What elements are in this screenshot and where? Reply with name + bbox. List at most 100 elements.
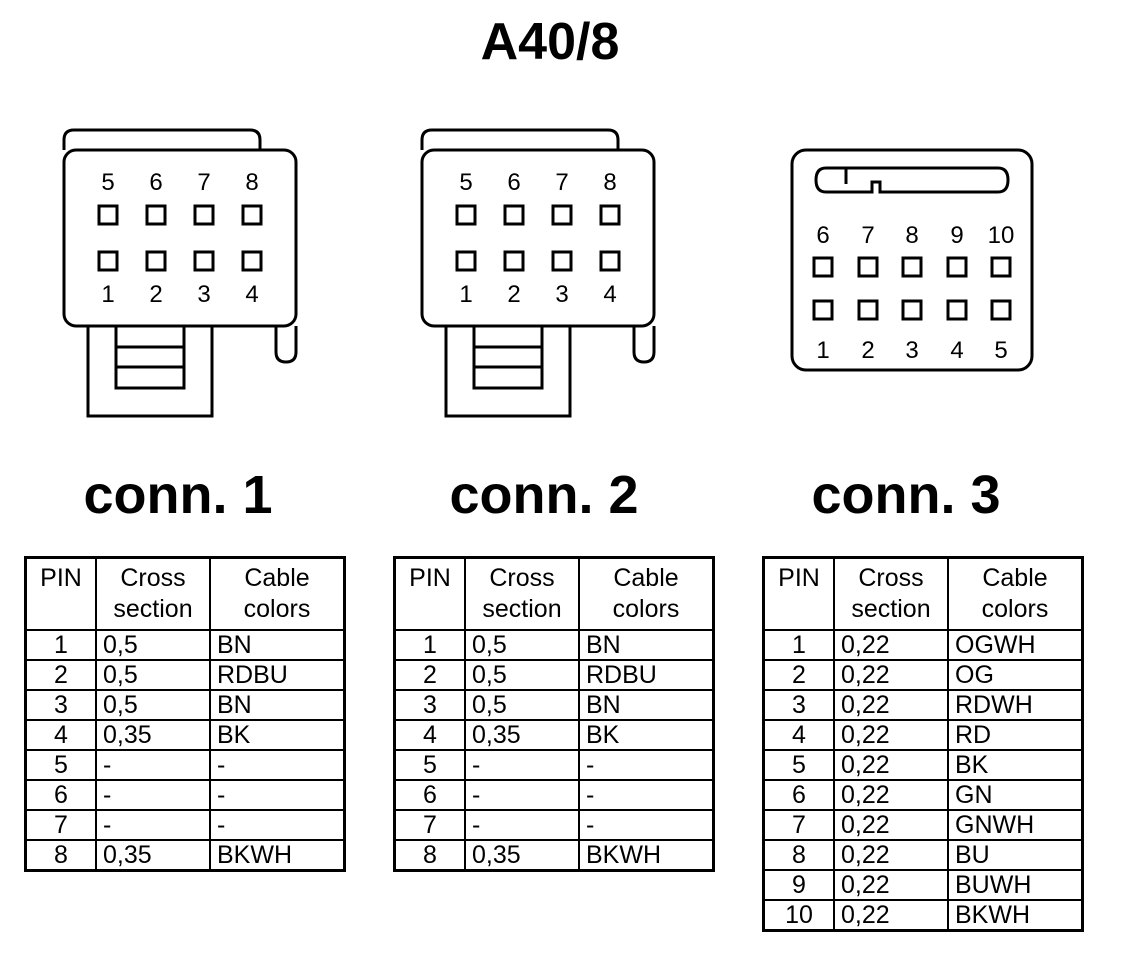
pin-number: 8 xyxy=(905,222,918,249)
pin-socket xyxy=(812,299,834,321)
pin-number: 4 xyxy=(603,281,616,308)
pin-cell: 5 xyxy=(762,749,835,781)
pin-number: 6 xyxy=(507,169,520,196)
pin-header: PIN xyxy=(393,556,466,631)
pin-socket xyxy=(503,250,525,272)
cable-color-cell: BKWH xyxy=(578,839,715,872)
cable-color-cell: OGWH xyxy=(947,629,1084,661)
pin-number: 7 xyxy=(861,222,874,249)
cross-section-cell: 0,22 xyxy=(833,839,949,871)
pin-socket xyxy=(193,250,215,272)
cross-section-cell: - xyxy=(464,809,580,841)
pin-socket xyxy=(145,250,167,272)
pin-cell: 6 xyxy=(762,779,835,811)
pin-socket xyxy=(857,299,879,321)
pin-number: 10 xyxy=(988,222,1015,249)
pin-cell: 1 xyxy=(762,629,835,661)
cross-section-cell: 0,5 xyxy=(95,629,211,661)
pin-number: 9 xyxy=(950,222,963,249)
cross-section-cell: 0,35 xyxy=(95,719,211,751)
connector-1-label: conn. 1 xyxy=(83,465,273,525)
cable-color-cell: BKWH xyxy=(947,899,1084,932)
cable-color-cell: - xyxy=(209,749,346,781)
cable-color-cell: - xyxy=(209,809,346,841)
pin-cell: 7 xyxy=(24,809,97,841)
pin-number: 1 xyxy=(459,281,472,308)
pin-number: 4 xyxy=(245,281,258,308)
cable-color-cell: RDBU xyxy=(209,659,346,691)
connector-1-drawing xyxy=(62,128,298,418)
pin-socket xyxy=(901,256,923,278)
cable-color-cell: BN xyxy=(578,629,715,661)
pin-cell: 2 xyxy=(24,659,97,691)
cross-section-cell: - xyxy=(95,809,211,841)
connector-2-label: conn. 2 xyxy=(449,465,639,525)
pin-socket xyxy=(455,204,477,226)
cross-section-cell: 0,22 xyxy=(833,689,949,721)
pin-number: 6 xyxy=(149,169,162,196)
pin-number: 5 xyxy=(459,169,472,196)
pin-header: PIN xyxy=(762,556,835,631)
pin-number: 3 xyxy=(555,281,568,308)
pin-socket xyxy=(455,250,477,272)
cable-color-cell: GN xyxy=(947,779,1084,811)
pin-socket xyxy=(946,256,968,278)
pin-number: 8 xyxy=(603,169,616,196)
cable-color-cell: BUWH xyxy=(947,869,1084,901)
pin-socket xyxy=(599,204,621,226)
pin-cell: 8 xyxy=(393,839,466,872)
cross-section-cell: 0,22 xyxy=(833,629,949,661)
pin-number: 1 xyxy=(101,281,114,308)
pin-cell: 4 xyxy=(24,719,97,751)
pin-cell: 7 xyxy=(762,809,835,841)
pin-socket xyxy=(901,299,923,321)
cross-section-cell: 0,5 xyxy=(464,689,580,721)
cross-section-cell: 0,5 xyxy=(95,659,211,691)
cross-section-cell: - xyxy=(464,779,580,811)
cross-section-cell: 0,5 xyxy=(95,689,211,721)
cable-color-cell: - xyxy=(578,779,715,811)
pin-socket xyxy=(145,204,167,226)
pin-cell: 4 xyxy=(393,719,466,751)
pin-number: 5 xyxy=(101,169,114,196)
pin-socket xyxy=(193,204,215,226)
cross-section-cell: 0,5 xyxy=(464,629,580,661)
cross-section-cell: 0,5 xyxy=(464,659,580,691)
cross-section-cell: - xyxy=(95,749,211,781)
pin-cell: 10 xyxy=(762,899,835,932)
cross-section-cell: 0,35 xyxy=(464,839,580,872)
cross-section-cell: 0,22 xyxy=(833,869,949,901)
pin-socket xyxy=(551,204,573,226)
cross-section-cell: 0,22 xyxy=(833,719,949,751)
pin-cell: 3 xyxy=(762,689,835,721)
cable-color-cell: BKWH xyxy=(209,839,346,872)
cross-section-cell: 0,35 xyxy=(95,839,211,872)
table-row: 5-- xyxy=(393,749,715,781)
pin-number: 2 xyxy=(149,281,162,308)
cable-color-cell: RD xyxy=(947,719,1084,751)
pin-cell: 4 xyxy=(762,719,835,751)
pin-number: 4 xyxy=(950,337,963,364)
cable-color-cell: BK xyxy=(947,749,1084,781)
cross-section-cell: 0,22 xyxy=(833,749,949,781)
pin-cell: 6 xyxy=(393,779,466,811)
